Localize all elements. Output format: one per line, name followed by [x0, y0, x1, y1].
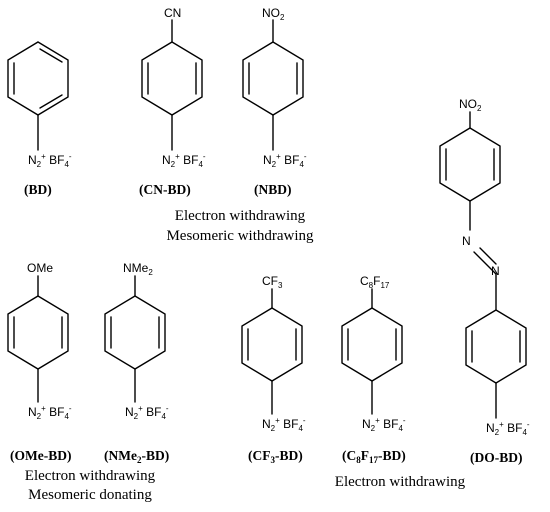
nbd-substituent: NO2: [262, 6, 285, 22]
dobd-azo-n1: N: [462, 234, 471, 248]
nbd-ring: [242, 19, 304, 151]
nme2bd-ring: [104, 275, 166, 403]
left-caption-line1: Electron withdrawing: [25, 468, 156, 484]
cnbd-ring: [141, 19, 203, 151]
cnbd-substituent: CN: [164, 6, 181, 20]
dobd-diazonium-label: N2+ BF4-: [486, 420, 530, 437]
dobd-azo-n2: N: [491, 264, 500, 278]
c8f17bd-diazonium-label: N2+ BF4-: [362, 416, 406, 433]
left-caption-line2: Mesomeric donating: [28, 487, 152, 503]
omebd-ring: [7, 275, 69, 403]
cf3bd-name: (CF3-BD): [248, 448, 303, 465]
omebd-name: (OMe-BD): [10, 448, 71, 463]
c8f17bd-name: (C8F17-BD): [342, 448, 406, 465]
c8f17bd-ring: [341, 288, 403, 415]
right-caption-line1: Electron withdrawing: [335, 474, 466, 490]
cnbd-name: (CN-BD): [139, 182, 191, 197]
cf3bd-substituent: CF3: [262, 274, 283, 290]
c8f17bd-substituent: C8F17: [360, 274, 390, 290]
omebd-diazonium-label: N2+ BF4-: [28, 404, 72, 421]
cf3bd-ring: [241, 288, 303, 415]
omebd-substituent: OMe: [27, 261, 53, 275]
nme2bd-name: (NMe2-BD): [104, 448, 169, 465]
dobd-structure: [439, 111, 527, 419]
top-caption-line1: Electron withdrawing: [175, 208, 306, 224]
nme2bd-diazonium-label: N2+ BF4-: [125, 404, 169, 421]
top-caption-line2: Mesomeric withdrawing: [166, 228, 314, 244]
dobd-substituent: NO2: [459, 97, 482, 113]
cf3bd-diazonium-label: N2+ BF4-: [262, 416, 306, 433]
bd-ring: [7, 41, 69, 151]
dobd-name: (DO-BD): [470, 450, 523, 465]
nme2bd-substituent: NMe2: [123, 261, 153, 277]
bd-name: (BD): [24, 182, 52, 197]
cnbd-diazonium-label: N2+ BF4-: [162, 152, 206, 169]
nbd-diazonium-label: N2+ BF4-: [263, 152, 307, 169]
nbd-name: (NBD): [254, 182, 292, 197]
bd-diazonium-label: N2+ BF4-: [28, 152, 72, 169]
